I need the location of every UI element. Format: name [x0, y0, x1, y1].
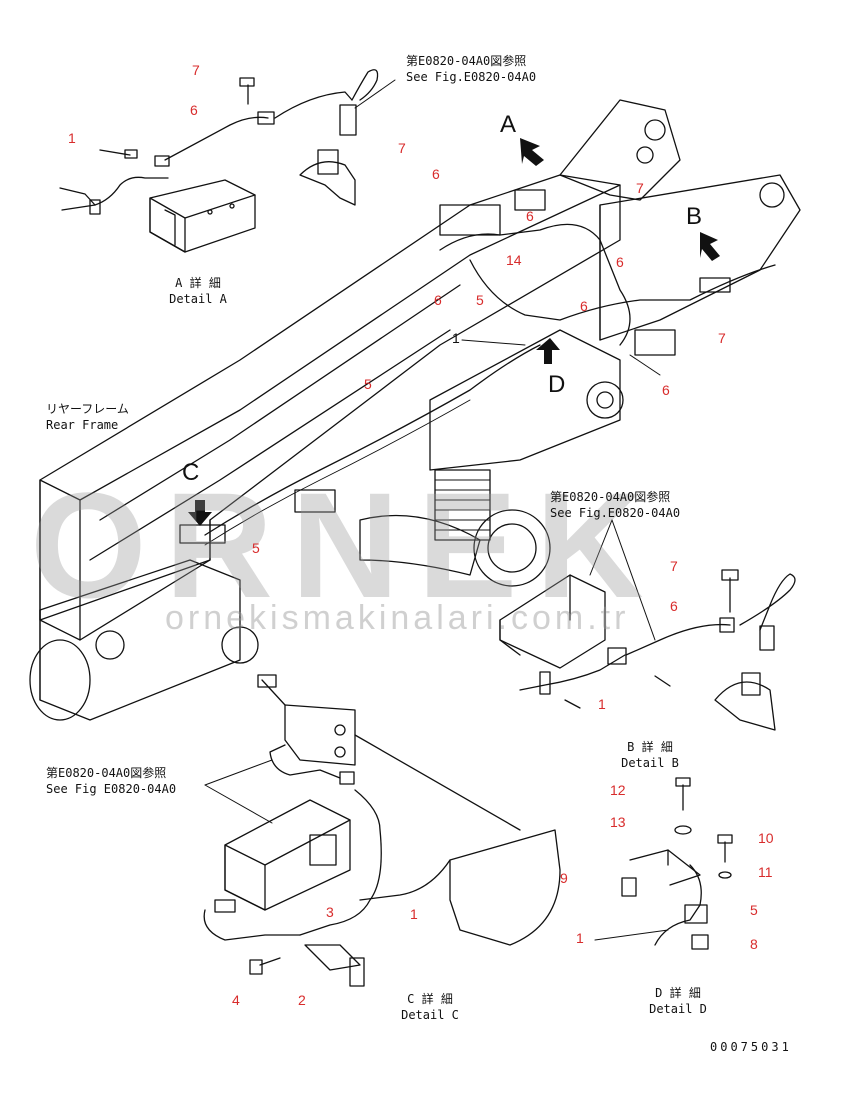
callout-d-12: 12 [610, 782, 626, 798]
callout-main-14: 14 [506, 252, 522, 268]
reference-mid-jp: 第E0820-04A0図参照 [550, 490, 671, 504]
watermark-brand: ORNEK [30, 461, 662, 629]
detail-b-title-en: Detail B [621, 756, 679, 770]
detail-a-title-en: Detail A [169, 292, 227, 306]
callout-d-9: 9 [560, 870, 568, 886]
rear-frame-drawing [29, 99, 801, 721]
reference-mid-en: See Fig.E0820-04A0 [550, 506, 681, 520]
callout-main-5b: 5 [364, 376, 372, 392]
callout-a-1: 1 [68, 130, 76, 146]
callout-d-13: 13 [610, 814, 626, 830]
detail-c-title-jp: C 詳 細 [407, 992, 453, 1006]
callout-main-6b: 6 [526, 208, 534, 224]
reference-left-en: See Fig E0820-04A0 [46, 782, 177, 796]
callout-c-2: 2 [298, 992, 306, 1008]
callout-d-1: 1 [576, 930, 584, 946]
detail-c-title-en: Detail C [401, 1008, 459, 1022]
callout-b-1: 1 [598, 696, 606, 712]
callout-b-6: 6 [670, 598, 678, 614]
rear-frame-jp: リヤーフレーム [46, 402, 129, 416]
callout-main-1: 1 [452, 330, 460, 346]
callout-d-11: 11 [758, 864, 773, 880]
view-letter-c: C [182, 459, 200, 486]
callout-a-6: 6 [190, 102, 198, 118]
callout-d-10: 10 [758, 830, 774, 846]
detail-d-title-en: Detail D [649, 1002, 707, 1016]
callout-c-1: 1 [410, 906, 418, 922]
view-arrows [188, 138, 720, 526]
callout-main-7b: 7 [636, 180, 644, 196]
callout-a-7: 7 [192, 62, 200, 78]
leader-lines [204, 79, 669, 941]
callout-main-6c: 6 [434, 292, 442, 308]
view-letter-b: B [686, 203, 703, 230]
detail-d-drawing [621, 777, 733, 950]
callout-main-6f: 6 [662, 382, 670, 398]
rear-frame-en: Rear Frame [46, 418, 119, 432]
drawing-number: 00075031 [710, 1040, 792, 1054]
callout-main-7c: 7 [718, 330, 726, 346]
callout-main-7a: 7 [398, 140, 406, 156]
callout-main-6e: 6 [616, 254, 624, 270]
callout-main-5a: 5 [476, 292, 484, 308]
callout-main-6a: 6 [432, 166, 440, 182]
reference-top-en: See Fig.E0820-04A0 [406, 70, 537, 84]
detail-a-drawing [59, 69, 379, 253]
view-letter-d: D [548, 371, 566, 398]
detail-d-title-jp: D 詳 細 [655, 986, 701, 1000]
callout-c-4: 4 [232, 992, 240, 1008]
callout-c-3: 3 [326, 904, 334, 920]
callout-d-8: 8 [750, 936, 758, 952]
callout-d-5: 5 [750, 902, 758, 918]
detail-b-drawing [499, 569, 796, 731]
detail-b-title-jp: B 詳 細 [627, 740, 673, 754]
view-letter-a: A [500, 111, 517, 138]
detail-c-drawing [203, 674, 561, 987]
callout-b-7: 7 [670, 558, 678, 574]
detail-a-title-jp: A 詳 細 [175, 276, 221, 290]
reference-top-jp: 第E0820-04A0図参照 [406, 54, 527, 68]
reference-left-jp: 第E0820-04A0図参照 [46, 766, 167, 780]
callout-main-6d: 6 [580, 298, 588, 314]
watermark-url: ornekismakinalari.com.tr [165, 599, 630, 637]
callout-main-5c: 5 [252, 540, 260, 556]
